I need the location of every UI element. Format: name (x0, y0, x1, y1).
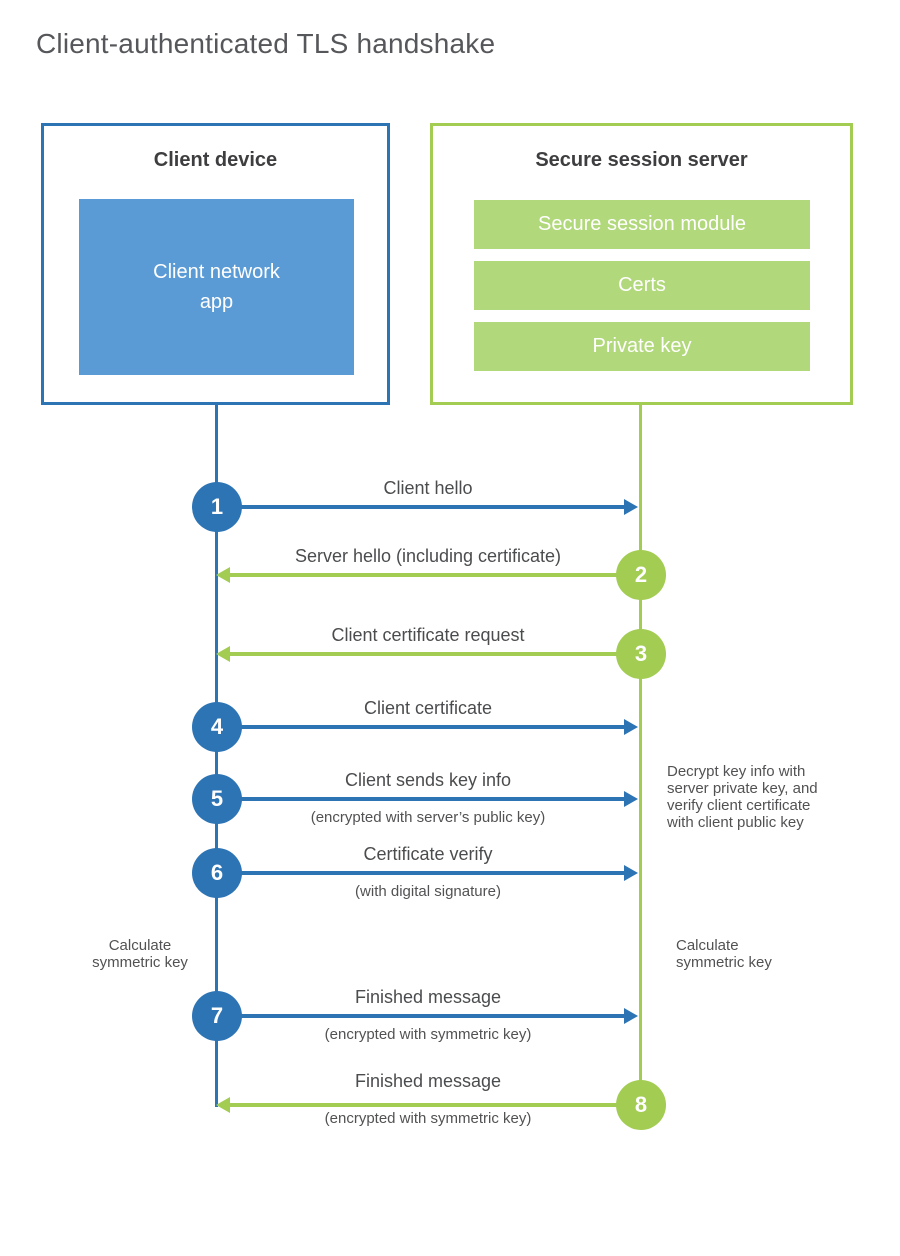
arrowhead-right-icon (624, 499, 638, 515)
arrowhead-left-icon (216, 646, 230, 662)
server-lifeline (639, 404, 642, 1107)
step-circle: 7 (192, 991, 242, 1041)
message-label: Client certificate request (331, 625, 525, 645)
calculate-symmetric-key-note-server: Calculate symmetric key (676, 937, 772, 971)
message-arrow (229, 1103, 641, 1107)
server-modules-list: Secure session module Certs Private key (474, 200, 810, 371)
message-sublabel: (encrypted with server’s public key) (310, 809, 546, 826)
step-circle: 8 (616, 1080, 666, 1130)
message-label: Client hello (383, 478, 473, 498)
message-arrow (217, 505, 625, 509)
step-circle: 2 (616, 550, 666, 600)
page-title: Client-authenticated TLS handshake (36, 28, 496, 59)
message-label: Client sends key info (344, 770, 512, 790)
calculate-symmetric-key-note-client: Calculate symmetric key (92, 937, 188, 971)
message-arrow (217, 871, 625, 875)
message-sublabel: (with digital signature) (355, 883, 501, 900)
message-arrow (229, 573, 641, 577)
server-module-secure-session: Secure session module (474, 200, 810, 249)
arrowhead-left-icon (216, 1097, 230, 1113)
step-circle: 4 (192, 702, 242, 752)
client-network-app-box: Client network app (79, 199, 354, 375)
secure-session-server-header: Secure session server (535, 149, 748, 171)
client-device-box: Client device Client network app (41, 123, 390, 405)
step-circle: 3 (616, 629, 666, 679)
arrowhead-right-icon (624, 791, 638, 807)
message-label: Server hello (including certificate) (294, 546, 562, 566)
message-arrow (217, 725, 625, 729)
message-arrow (217, 1014, 625, 1018)
step-circle: 1 (192, 482, 242, 532)
message-label: Finished message (354, 987, 502, 1007)
secure-session-server-box: Secure session server Secure session mod… (430, 123, 853, 405)
message-arrow (229, 652, 641, 656)
message-label: Client certificate (363, 698, 493, 718)
step-circle: 5 (192, 774, 242, 824)
message-sublabel: (encrypted with symmetric key) (324, 1026, 532, 1043)
message-sublabel: (encrypted with symmetric key) (324, 1110, 532, 1127)
arrowhead-right-icon (624, 719, 638, 735)
step-circle: 6 (192, 848, 242, 898)
client-device-header: Client device (153, 149, 278, 171)
server-module-private-key: Private key (474, 322, 810, 371)
arrowhead-right-icon (624, 1008, 638, 1024)
message-label: Finished message (354, 1071, 502, 1091)
arrowhead-left-icon (216, 567, 230, 583)
message-arrow (217, 797, 625, 801)
message-label: Certificate verify (363, 844, 493, 864)
arrowhead-right-icon (624, 865, 638, 881)
client-lifeline (215, 404, 218, 1107)
server-module-certs: Certs (474, 261, 810, 310)
decrypt-key-note: Decrypt key info with server private key… (667, 763, 818, 831)
